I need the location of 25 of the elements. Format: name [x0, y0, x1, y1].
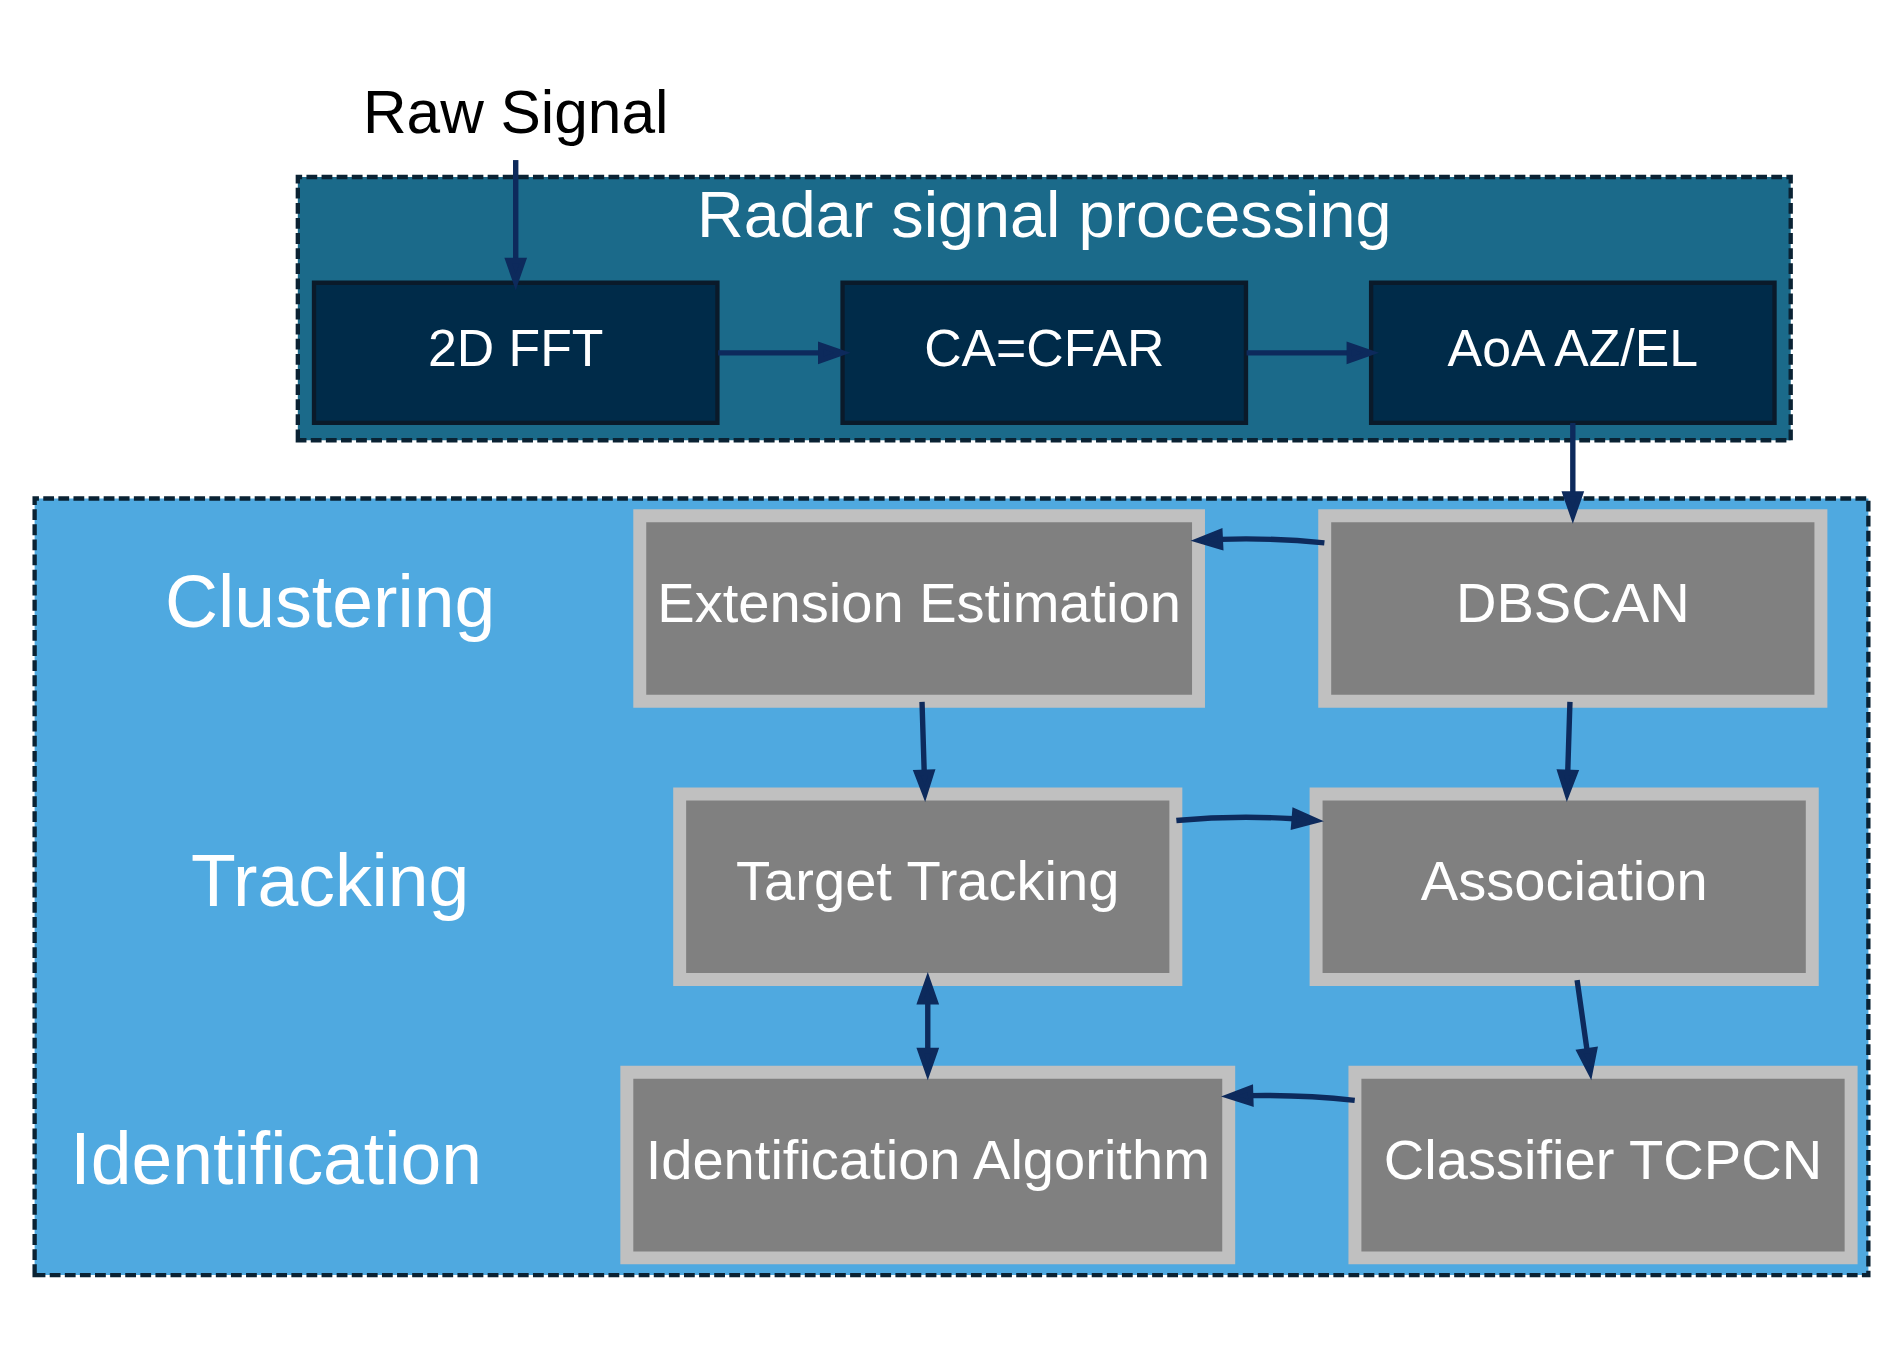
node-box: 2D FFT — [311, 280, 720, 425]
label: Tracking — [190, 839, 470, 922]
arrow — [1561, 422, 1585, 524]
node-box: Classifier TCPCN — [1348, 1065, 1858, 1264]
node-box: Target Tracking — [673, 787, 1183, 986]
arrow — [1221, 1083, 1355, 1107]
node-box: CA=CFAR — [840, 280, 1249, 425]
arrow — [1176, 806, 1324, 830]
label: Identification — [70, 1117, 483, 1200]
cluster — [32, 495, 1871, 1277]
node-box: Association — [1309, 787, 1819, 986]
arrow — [504, 159, 528, 290]
arrow — [1246, 341, 1379, 364]
node-box: Identification Algorithm — [620, 1065, 1236, 1264]
node-text: Raw Signal — [362, 77, 669, 146]
node-box: Extension Estimation — [633, 508, 1205, 708]
arrow — [1190, 527, 1325, 551]
arrow — [916, 971, 940, 1080]
label: Clustering — [165, 560, 496, 643]
arrow — [718, 341, 851, 364]
arrow — [912, 701, 936, 802]
arrow — [1574, 979, 1598, 1080]
node-box: DBSCAN — [1318, 508, 1828, 708]
node-box: AoA AZ/EL — [1368, 280, 1777, 425]
arrow — [1556, 701, 1580, 802]
